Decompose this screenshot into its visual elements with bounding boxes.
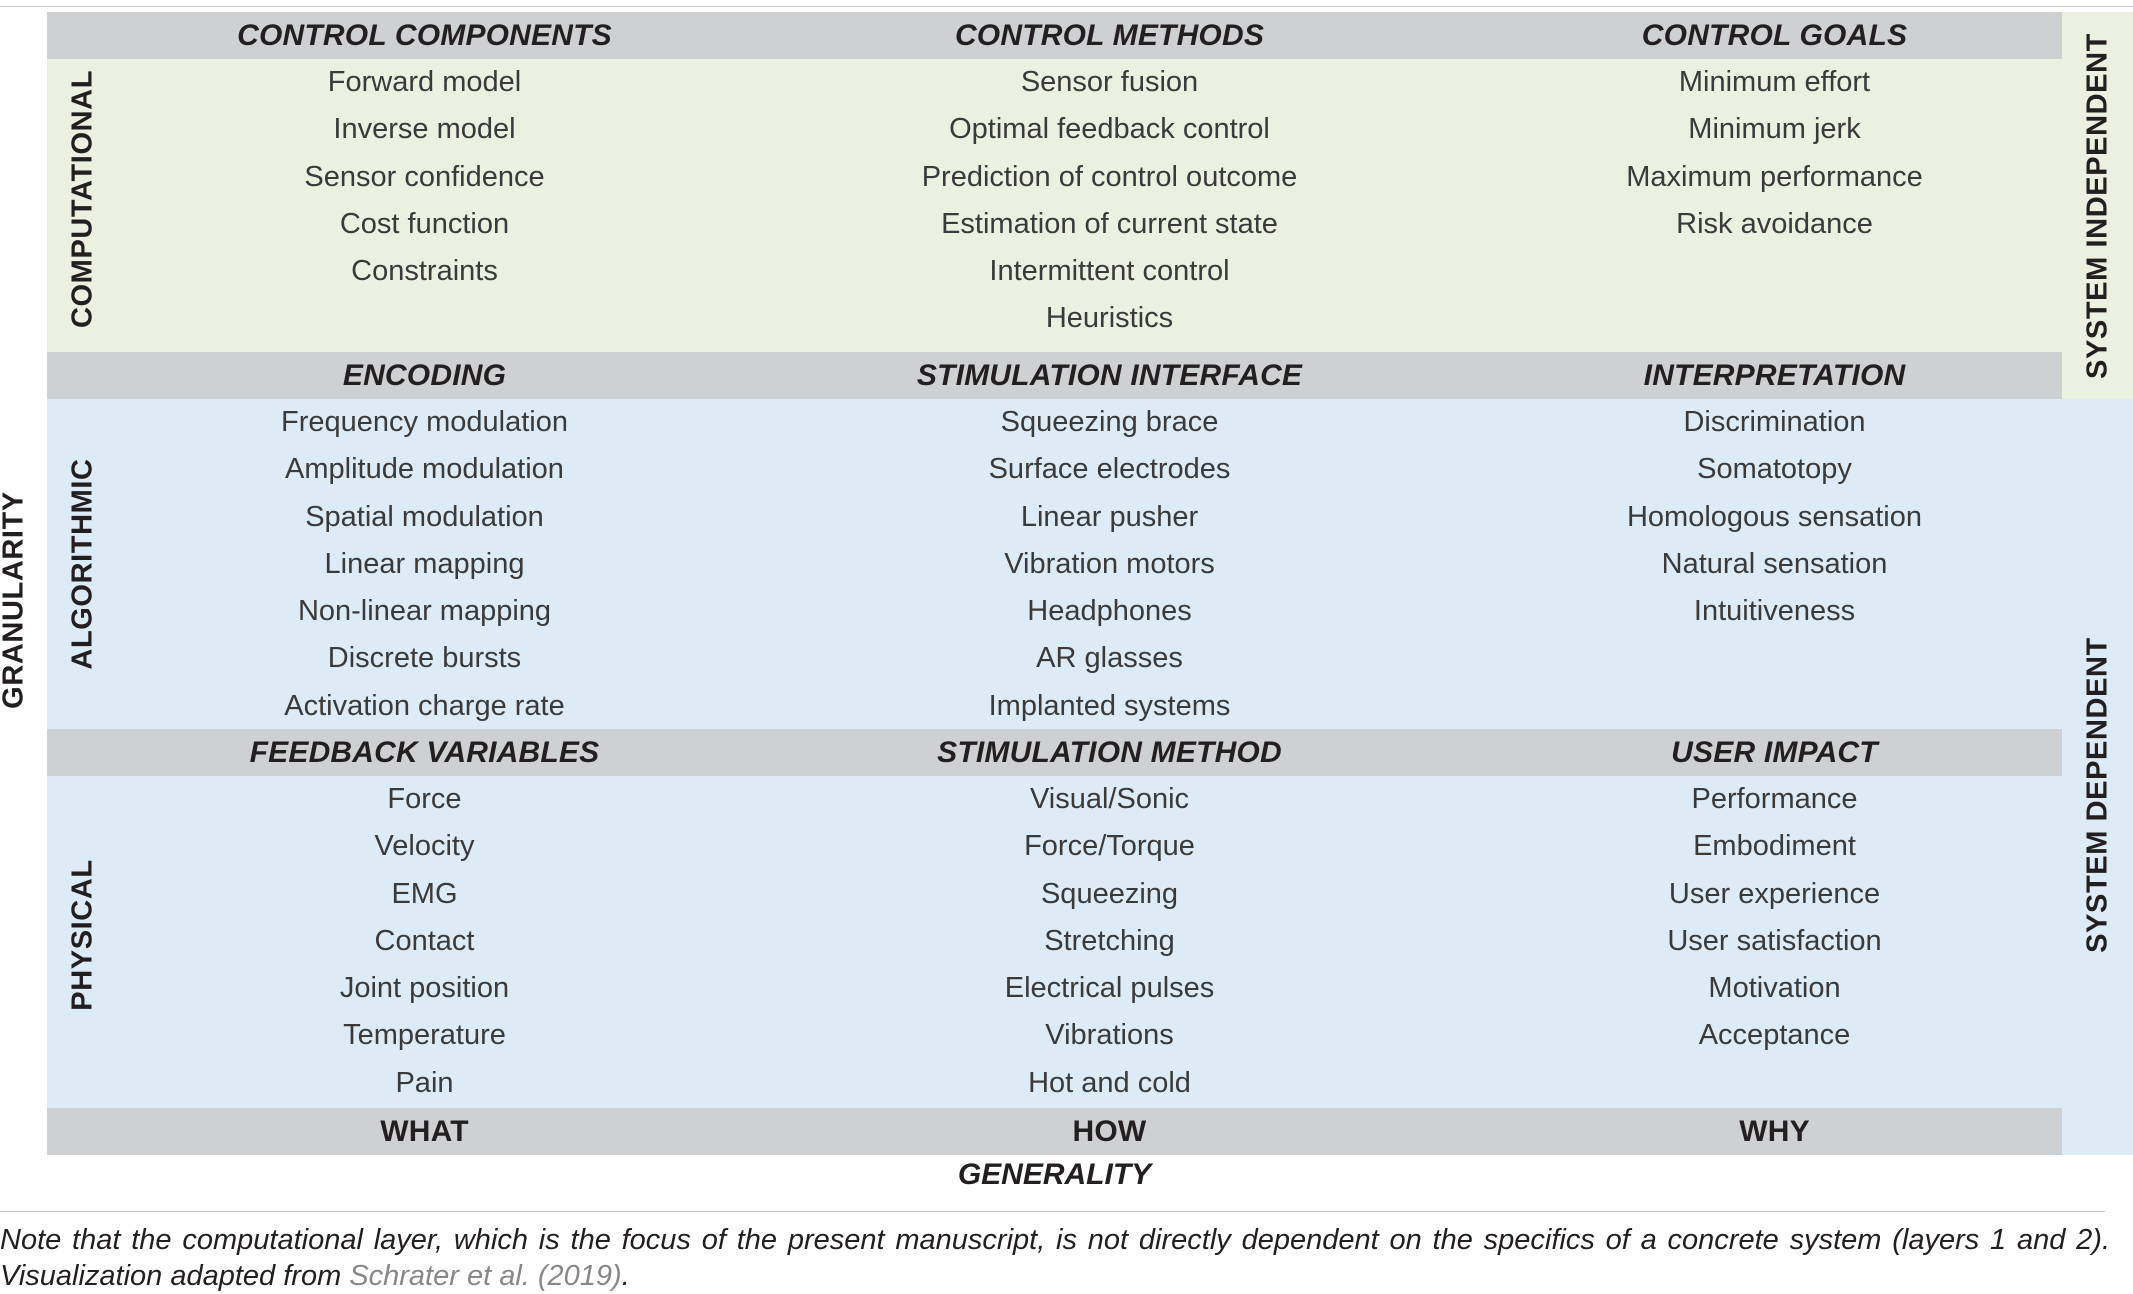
list-item: Embodiment — [1693, 830, 1856, 863]
list-item: Contact — [374, 924, 475, 957]
list-item: Squeezing — [1040, 877, 1179, 910]
top-rule — [0, 6, 2133, 7]
footer-how: HOW — [1072, 1114, 1147, 1148]
computational-body: Forward model Inverse model Sensor confi… — [47, 59, 2062, 352]
control-components-list: Forward model Inverse model Sensor confi… — [47, 59, 802, 352]
granularity-axis-label: GRANULARITY — [0, 491, 30, 709]
list-item: Activation charge rate — [284, 689, 565, 722]
header-control-components: CONTROL COMPONENTS — [237, 18, 612, 52]
list-item: Natural sensation — [1661, 547, 1888, 580]
list-item: Minimum effort — [1678, 66, 1871, 98]
list-item: Pain — [395, 1066, 454, 1099]
list-item: Discrimination — [1683, 406, 1866, 438]
layer-label-algorithmic: ALGORITHMIC — [66, 458, 99, 670]
list-item: Vibrations — [1045, 1019, 1174, 1052]
note-divider — [0, 1211, 2105, 1212]
list-item: Performance — [1691, 783, 1858, 815]
physical-body: Force Velocity EMG Contact Joint positio… — [47, 776, 2062, 1108]
list-item: Force/Torque — [1024, 830, 1195, 863]
list-item: Cost function — [339, 207, 510, 240]
list-item: Surface electrodes — [988, 453, 1231, 486]
list-item: Constraints — [351, 255, 498, 288]
list-item: Linear mapping — [324, 547, 525, 580]
system-independent-strip — [2062, 12, 2133, 399]
user-impact-list: Performance Embodiment User experience U… — [1507, 776, 2042, 1108]
table-note: Note that the computational layer, which… — [0, 1222, 2110, 1294]
header-user-impact: USER IMPACT — [1671, 735, 1878, 769]
list-item: User experience — [1668, 877, 1881, 910]
list-item: Intermittent control — [989, 255, 1230, 288]
list-item: AR glasses — [1036, 642, 1183, 675]
computational-header-row: CONTROL COMPONENTS CONTROL METHODS CONTR… — [47, 12, 2062, 59]
list-item: Homologous sensation — [1626, 500, 1922, 533]
system-independent-label: SYSTEM INDEPENDENT — [2081, 33, 2114, 379]
list-item: Somatotopy — [1697, 453, 1852, 486]
control-methods-list: Sensor fusion Optimal feedback control P… — [637, 59, 1582, 352]
list-item: Minimum jerk — [1688, 113, 1861, 146]
list-item: Acceptance — [1698, 1019, 1851, 1052]
list-item: Optimal feedback control — [949, 113, 1270, 146]
list-item: Vibration motors — [1004, 547, 1215, 580]
list-item: Linear pusher — [1020, 500, 1199, 533]
footer-header-row: WHAT HOW WHY — [47, 1108, 2062, 1155]
system-dependent-strip — [2062, 399, 2133, 1155]
list-item: Prediction of control outcome — [921, 160, 1298, 193]
list-item: Motivation — [1708, 972, 1841, 1005]
list-item: Force — [387, 783, 462, 815]
encoding-list: Frequency modulation Amplitude modulatio… — [47, 399, 802, 729]
list-item: Inverse model — [333, 113, 516, 146]
stimulation-interface-list: Squeezing brace Surface electrodes Linea… — [637, 399, 1582, 729]
list-item: Spatial modulation — [305, 500, 544, 533]
list-item: Amplitude modulation — [285, 453, 564, 486]
list-item: Joint position — [339, 972, 510, 1005]
header-stimulation-method: STIMULATION METHOD — [937, 735, 1282, 769]
list-item: Non-linear mapping — [297, 595, 552, 628]
feedback-variables-list: Force Velocity EMG Contact Joint positio… — [47, 776, 802, 1108]
physical-header-row: FEEDBACK VARIABLES STIMULATION METHOD US… — [47, 729, 2062, 776]
footer-what: WHAT — [380, 1114, 469, 1148]
list-item: Stretching — [1044, 924, 1175, 957]
list-item: Risk avoidance — [1676, 207, 1873, 240]
list-item: Maximum performance — [1626, 160, 1923, 193]
list-item: EMG — [391, 877, 458, 910]
header-encoding: ENCODING — [342, 358, 507, 392]
algorithmic-header-row: ENCODING STIMULATION INTERFACE INTERPRET… — [47, 352, 2062, 399]
list-item: Discrete bursts — [327, 642, 522, 675]
algorithmic-body: Frequency modulation Amplitude modulatio… — [47, 399, 2062, 729]
header-control-methods: CONTROL METHODS — [954, 18, 1265, 52]
control-goals-list: Minimum effort Minimum jerk Maximum perf… — [1507, 59, 2042, 352]
system-dependent-label: SYSTEM DEPENDENT — [2081, 637, 2114, 953]
layer-label-physical: PHYSICAL — [66, 859, 99, 1011]
list-item: Frequency modulation — [281, 406, 568, 438]
list-item: Implanted systems — [988, 689, 1231, 722]
header-interpretation: INTERPRETATION — [1643, 358, 1906, 392]
note-end: . — [621, 1260, 630, 1292]
header-control-goals: CONTROL GOALS — [1641, 18, 1908, 52]
note-text: Note that the computational layer, which… — [0, 1224, 2110, 1292]
header-stimulation-interface: STIMULATION INTERFACE — [916, 358, 1303, 392]
list-item: Hot and cold — [1028, 1066, 1191, 1099]
list-item: Squeezing brace — [1000, 406, 1219, 438]
list-item: Estimation of current state — [941, 207, 1278, 240]
list-item: Headphones — [1027, 595, 1192, 628]
citation-link[interactable]: Schrater et al. (2019) — [349, 1260, 622, 1292]
header-feedback-variables: FEEDBACK VARIABLES — [249, 735, 600, 769]
list-item: Heuristics — [1045, 302, 1174, 335]
list-item: User satisfaction — [1667, 924, 1882, 957]
list-item: Velocity — [374, 830, 475, 863]
list-item: Intuitiveness — [1693, 595, 1856, 628]
list-item: Sensor fusion — [1020, 66, 1199, 98]
list-item: Forward model — [327, 66, 522, 98]
generality-axis-label: GENERALITY — [957, 1158, 1152, 1191]
list-item: Sensor confidence — [304, 160, 545, 193]
interpretation-list: Discrimination Somatotopy Homologous sen… — [1507, 399, 2042, 729]
list-item: Temperature — [343, 1019, 506, 1052]
list-item: Electrical pulses — [1004, 972, 1215, 1005]
stimulation-method-list: Visual/Sonic Force/Torque Squeezing Stre… — [637, 776, 1582, 1108]
footer-why: WHY — [1739, 1114, 1810, 1148]
layer-label-computational: COMPUTATIONAL — [66, 69, 99, 329]
list-item: Visual/Sonic — [1029, 783, 1190, 815]
